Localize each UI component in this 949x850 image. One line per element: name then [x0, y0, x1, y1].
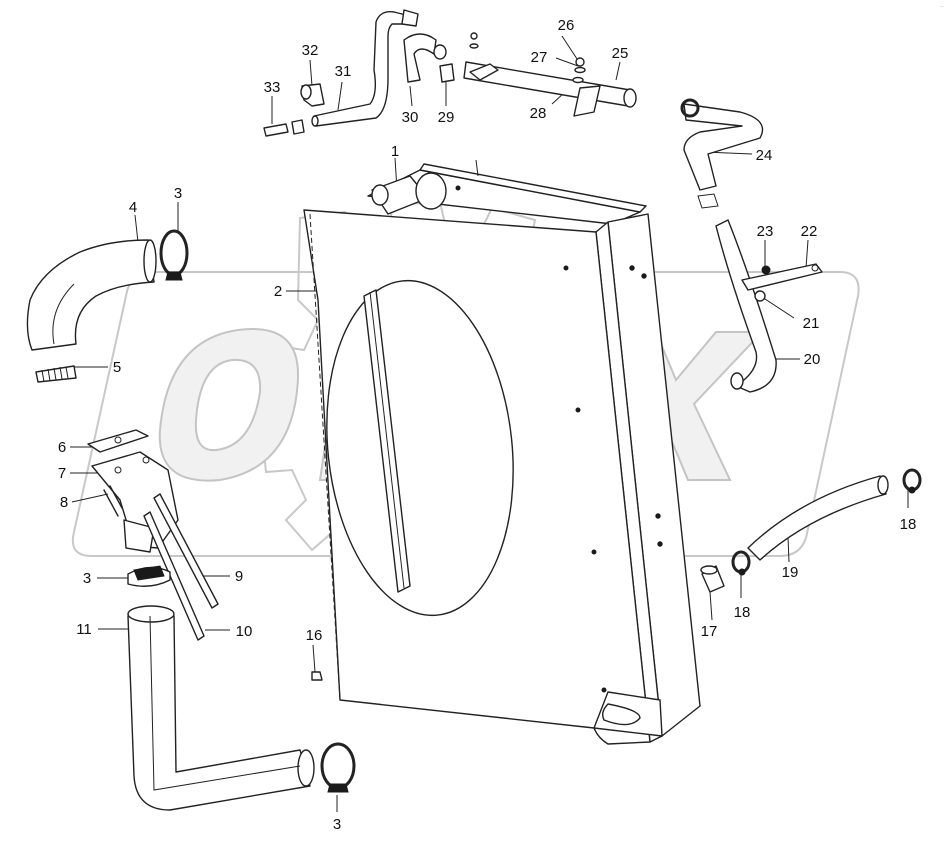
- callout-11: 11: [76, 621, 92, 638]
- drain-bolt: [311, 671, 323, 681]
- lower-hose: [127, 608, 311, 811]
- callout-2: 2: [274, 283, 282, 300]
- callout-23: 23: [757, 223, 774, 240]
- callout-21: 21: [803, 315, 820, 332]
- callout-9: 9: [235, 568, 243, 585]
- watermark-letter-o: [158, 328, 300, 482]
- bracket-22: [741, 263, 823, 291]
- upper-hose: [26, 239, 155, 351]
- gasket: [87, 429, 149, 453]
- spring: [35, 365, 77, 383]
- nut-23: [761, 265, 771, 275]
- callout-1: 1: [391, 143, 399, 160]
- outlet-housing: [91, 451, 179, 553]
- callout-26: 26: [558, 17, 575, 34]
- callout-19: 19: [782, 564, 799, 581]
- callout-33: 33: [264, 79, 281, 96]
- callout-3-middle: 3: [83, 570, 91, 587]
- fitting-17: [700, 565, 725, 593]
- hose-clamp-lower: [320, 742, 356, 793]
- callout-30: 30: [402, 109, 419, 126]
- callout-4: 4: [129, 199, 137, 216]
- callout-27: 27: [531, 49, 548, 66]
- callout-6: 6: [58, 439, 66, 456]
- hose-19: [747, 475, 887, 561]
- callout-20: 20: [804, 351, 821, 368]
- parts: [26, 9, 922, 811]
- corner-mark: ··: [940, 4, 944, 10]
- callout-3-lower: 3: [333, 816, 341, 833]
- callout-3-upper: 3: [174, 185, 182, 202]
- watermark-band: [71, 271, 860, 557]
- callout-17: 17: [701, 623, 718, 640]
- callout-28: 28: [530, 105, 547, 122]
- callout-16: 16: [306, 627, 323, 644]
- callout-labels: 1 2 3 3 3 4 5 6 7 8 9 10 11 16 17 18 18 …: [58, 17, 917, 833]
- clamp-18-lower: [731, 550, 751, 576]
- nut-26: [575, 57, 585, 67]
- filler-neck: [371, 172, 447, 215]
- pipe-31: [313, 11, 413, 127]
- rod-10: [143, 511, 205, 641]
- callout-24: 24: [756, 147, 773, 164]
- rod-9: [153, 493, 219, 609]
- callout-5: 5: [113, 359, 121, 376]
- clamp-18-right: [902, 468, 922, 494]
- washer-27: [574, 66, 586, 74]
- callout-7: 7: [58, 465, 66, 482]
- callout-8: 8: [60, 494, 68, 511]
- callout-10: 10: [236, 623, 253, 640]
- callout-32: 32: [302, 42, 319, 59]
- callout-29: 29: [438, 109, 455, 126]
- nut-29: [439, 63, 455, 83]
- bolt-21: [754, 290, 766, 302]
- callout-25: 25: [612, 45, 629, 62]
- callout-31: 31: [335, 63, 352, 80]
- washer-28: [572, 76, 584, 84]
- hose-30: [403, 33, 437, 83]
- hose-clamp-upper: [159, 229, 189, 281]
- bolt-33: [263, 123, 289, 137]
- callout-22: 22: [801, 223, 818, 240]
- callout-18-lower: 18: [734, 604, 751, 621]
- callout-18-right: 18: [900, 516, 917, 533]
- hose-clamp-middle: [127, 565, 171, 587]
- hose-24: [683, 103, 764, 191]
- radiator-assembly: [303, 159, 701, 745]
